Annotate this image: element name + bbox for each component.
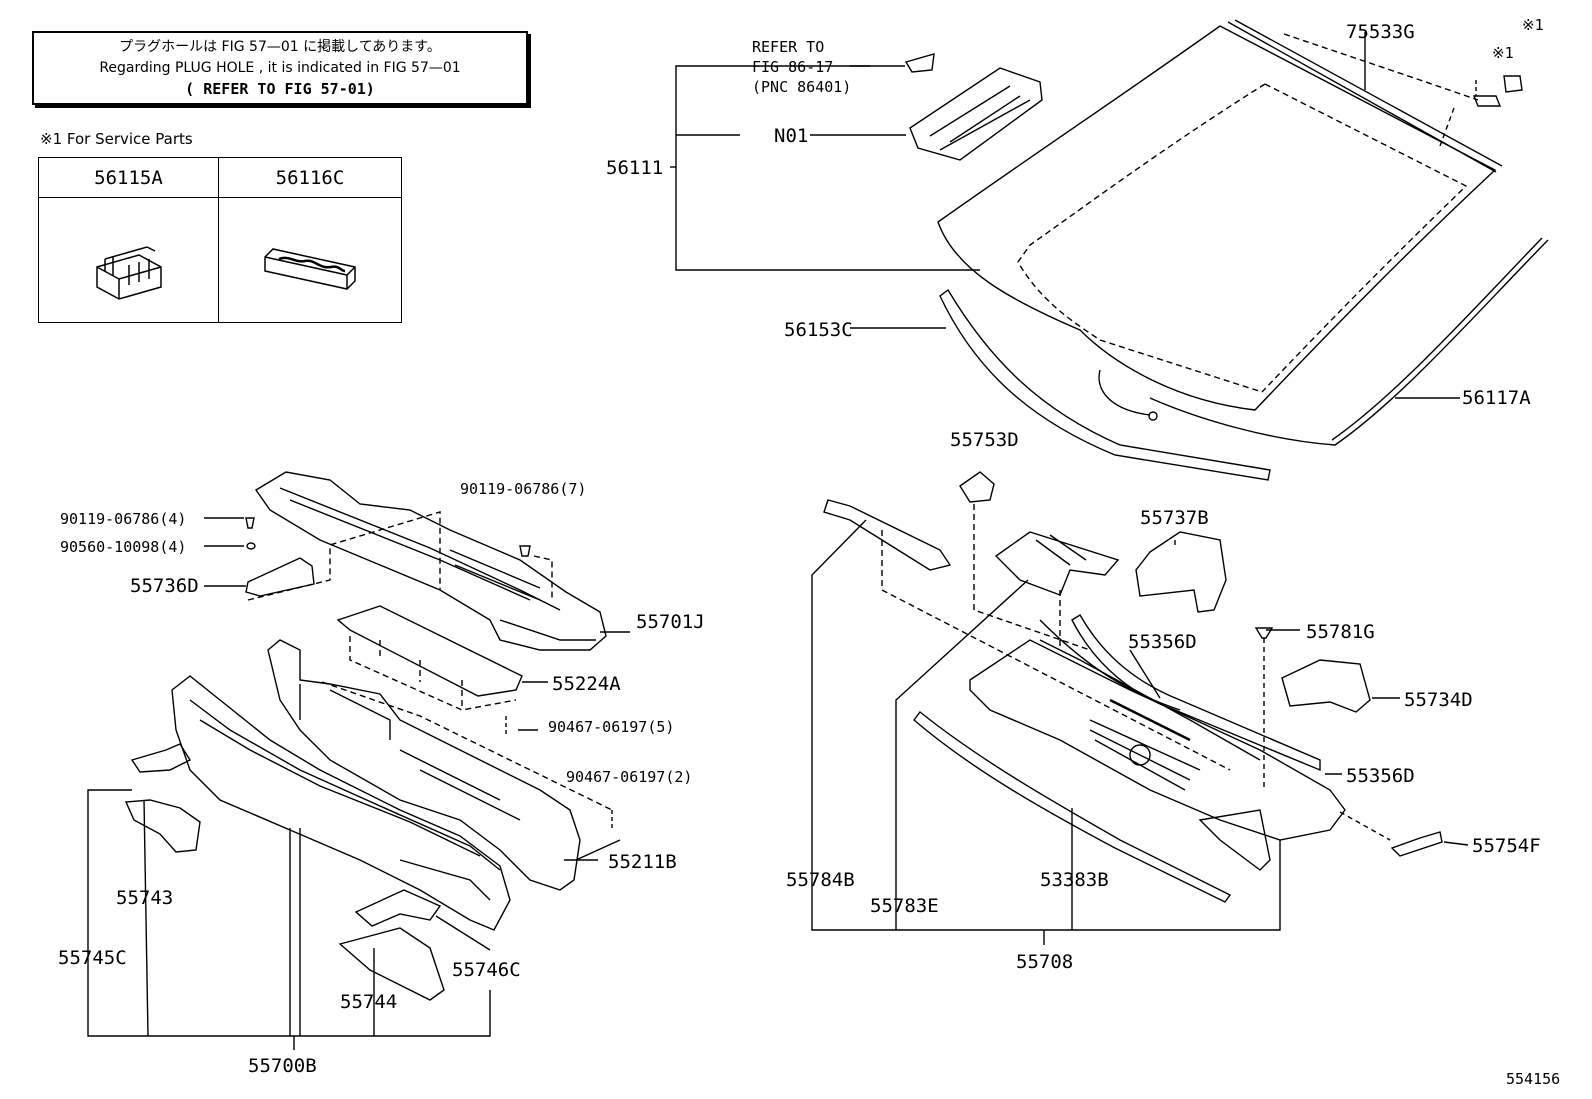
plate-part-icon — [264, 248, 356, 290]
label-55781g: 55781G — [1306, 621, 1375, 643]
service-col-56116c: 56116C — [219, 158, 401, 198]
label-55744: 55744 — [340, 991, 397, 1013]
service-mark-1: ※1 — [1522, 16, 1544, 34]
service-parts-title: ※1 For Service Parts — [40, 130, 193, 148]
label-55224a: 55224A — [552, 673, 621, 695]
label-55753d: 55753D — [950, 429, 1019, 451]
clip-part-icon — [95, 246, 162, 300]
label-90119-7: 90119-06786(7) — [460, 480, 586, 498]
label-55743: 55743 — [116, 887, 173, 909]
label-55356d-lower: 55356D — [1346, 765, 1415, 787]
label-55783e: 55783E — [870, 895, 939, 917]
label-55708: 55708 — [1016, 951, 1073, 973]
label-55746c: 55746C — [452, 959, 521, 981]
label-90560: 90560-10098(4) — [60, 538, 186, 556]
label-56153c: 56153C — [784, 319, 853, 341]
plug-hole-note: プラグホールは FIG 57—01 に掲載してあります。 Regarding P… — [32, 31, 528, 105]
service-mark-2: ※1 — [1492, 44, 1514, 62]
service-parts-table: 56115A 56116C — [38, 157, 402, 323]
label-56111: 56111 — [606, 157, 663, 179]
label-55734d: 55734D — [1404, 689, 1473, 711]
refer-line3: (PNC 86401) — [752, 78, 851, 96]
label-55700b: 55700B — [248, 1055, 317, 1077]
label-55356d-upper: 55356D — [1128, 631, 1197, 653]
label-53383b: 53383B — [1040, 869, 1109, 891]
note-line-ref: ( REFER TO FIG 57-01) — [185, 80, 375, 98]
label-75533g: 75533G — [1346, 21, 1415, 43]
cowl-panel-55701j-drawing — [254, 471, 607, 651]
label-55737b: 55737B — [1140, 507, 1209, 529]
label-55211b: 55211B — [608, 851, 677, 873]
cowl-panel-55700b-drawing — [171, 675, 511, 931]
label-55754f: 55754F — [1472, 835, 1541, 857]
refer-line2: FIG 86-17 — [752, 58, 833, 76]
label-55736d: 55736D — [130, 575, 199, 597]
label-90467-5: 90467-06197(5) — [548, 718, 674, 736]
cowl-panel-55211b-drawing — [267, 639, 581, 891]
service-cell-clip — [39, 198, 219, 322]
windshield-glass-drawing — [937, 19, 1503, 421]
label-55745c: 55745C — [58, 947, 127, 969]
moulding-56117a — [1149, 239, 1549, 446]
service-col-56115a: 56115A — [39, 158, 219, 198]
dam-56153c — [939, 288, 1271, 481]
label-90467-2: 90467-06197(2) — [566, 768, 692, 786]
label-55701j: 55701J — [636, 611, 705, 633]
figure-id: 554156 — [1506, 1070, 1560, 1088]
refer-line1: REFER TO — [752, 38, 824, 56]
label-n01: N01 — [774, 125, 808, 147]
service-cell-plate — [219, 198, 401, 322]
label-90119-4: 90119-06786(4) — [60, 510, 186, 528]
note-line-jp: プラグホールは FIG 57—01 に掲載してあります。 — [119, 39, 441, 55]
note-line-en: Regarding PLUG HOLE , it is indicated in… — [99, 60, 461, 76]
label-56117a: 56117A — [1462, 387, 1531, 409]
label-55784b: 55784B — [786, 869, 855, 891]
